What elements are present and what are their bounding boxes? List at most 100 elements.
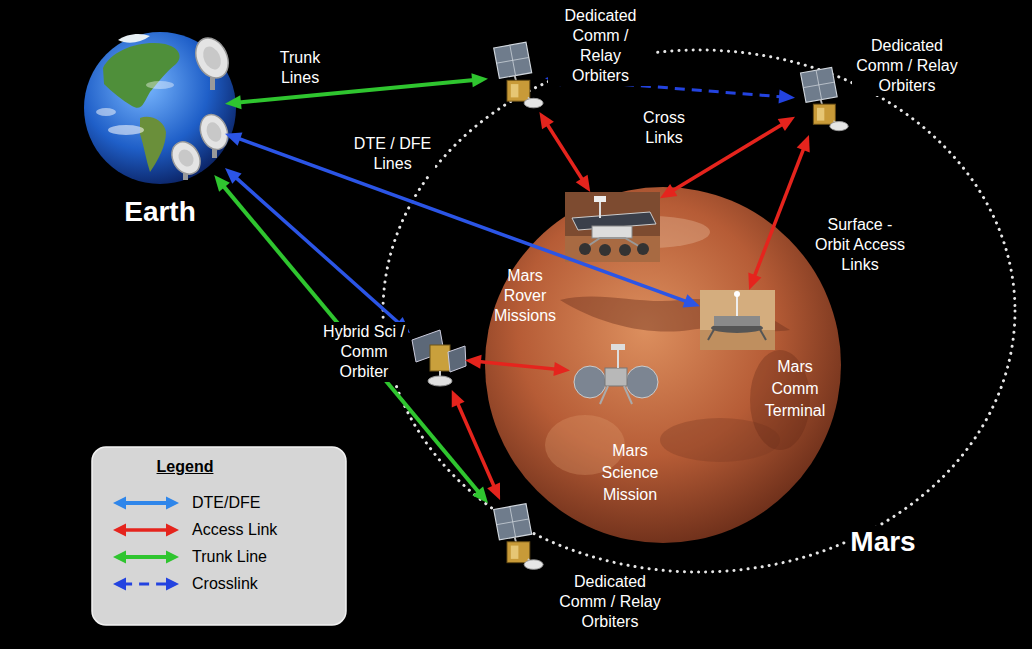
arrowhead [576,175,590,192]
link-label-holder: Trunk Lines [270,48,330,88]
legend-sample [110,546,182,568]
trunk-line-stroke [221,184,480,495]
comm-terminal-label-holder: Mars Comm Terminal [755,356,835,422]
access-link-stroke [753,145,805,279]
legend-label: Crosslink [190,573,260,595]
legend-label: Access Link [190,519,279,541]
relay-orbiter-node: Dedicated Comm / Relay Orbiters [795,65,850,135]
rover-image [565,192,660,262]
legend-label-holder: Trunk Line [190,546,340,568]
arrowhead [797,135,810,152]
orbiter-icon [494,42,543,108]
hybrid-orbiter-node: Hybrid Sci / Comm Orbiter [410,325,465,390]
arrowhead [487,483,500,500]
hybrid-orbiter-label: Hybrid Sci / Comm Orbiter [320,322,408,382]
comm-terminal-node: Mars Comm Terminal [700,290,775,350]
legend-box [92,447,346,625]
comm-terminal-label: Mars Comm Terminal [755,356,835,422]
access-link [748,135,809,290]
access-link [465,355,570,376]
dte-dfe-line-stroke [233,175,401,325]
legend-sample [110,573,182,595]
access-link-stroke [476,361,559,369]
relay-orbiter-label: Dedicated Comm / Relay Orbiters [852,36,962,96]
arrowhead [683,294,700,307]
access-link [113,524,179,537]
dte-dfe-line [225,133,700,308]
arrowhead [113,551,126,564]
arrowhead [214,175,230,192]
dte-dfe-sample [113,497,179,510]
science-lander-label-holder: Mars Science Mission [590,440,670,506]
link-label: Surface - Orbit Access Links [812,215,908,275]
arrowhead [472,487,488,504]
arrowhead [166,551,179,564]
orbit-ring [383,50,1015,572]
hybrid-orbiter-label-holder: Hybrid Sci / Comm Orbiter [320,322,408,382]
mars-label: Mars [848,526,917,558]
relay-orbiter-label: Dedicated Comm / Relay Orbiters [555,572,665,632]
access-link [539,112,590,192]
legend-sample [110,519,182,541]
rover-node: Mars Rover Missions [565,192,660,262]
access-link-stroke [122,528,170,532]
relay-orbiter-label-holder: Dedicated Comm / Relay Orbiters [852,36,962,96]
relay-orbiter-node: Dedicated Comm / Relay Orbiters [488,500,545,575]
dte-dfe-sample-stroke [122,501,170,505]
mars-label-holder: Mars [838,526,928,558]
legend-sample [110,492,182,514]
relay-orbiter-label-holder: Dedicated Comm / Relay Orbiters [548,6,653,86]
crosslink [113,578,179,591]
relay-orbiter-label: Dedicated Comm / Relay Orbiters [548,6,653,86]
earth-globe [84,32,236,184]
trunk-line [214,175,488,503]
arrowhead [778,117,795,131]
mars-node: MarsMars Rover MissionsMars Comm Termina… [485,187,841,543]
access-link-stroke [456,400,495,489]
rover-label-holder: Mars Rover Missions [490,266,560,326]
arrowhead [166,497,179,510]
trunk-line [225,73,488,109]
earth-label: Earth [122,196,198,228]
dte-dfe-line-stroke [236,137,690,302]
link-label-holder: Cross Links [633,108,695,148]
crosslink-stroke [122,583,170,586]
arrowhead [553,362,570,376]
legend-title-holder: Legend [135,457,235,477]
hybrid-orbiter-icon [412,330,466,386]
science-lander-image [574,344,658,404]
earth-node: Earth [95,45,225,175]
trunk-line-stroke [122,555,170,559]
arrowhead [660,184,677,198]
arrowhead [113,578,126,591]
legend-title: Legend [155,457,216,477]
rover-label: Mars Rover Missions [490,266,560,326]
arrowhead [748,273,761,290]
relay-orbiter-node: Dedicated Comm / Relay Orbiters [488,40,545,112]
arrowhead [225,95,242,109]
link-label: DTE / DFE Lines [350,134,435,174]
arrowhead [452,390,465,407]
link-label-holder: Surface - Orbit Access Links [812,215,908,275]
legend-label: DTE/DFE [190,492,262,514]
legend-label-holder: DTE/DFE [190,492,340,514]
arrowhead [779,90,795,104]
mars-planet [485,187,841,543]
orbiter-icon [801,67,849,130]
dte-dfe-line [225,168,410,333]
legend-label-holder: Crosslink [190,573,340,595]
arrowhead [166,524,179,537]
science-lander-node: Mars Science Mission [570,340,660,410]
link-label: Cross Links [633,108,695,148]
access-link-stroke [545,121,584,182]
ground-antenna [166,33,234,180]
access-link [452,390,500,500]
link-label-holder: DTE / DFE Lines [350,134,435,174]
earth-label-holder: Earth [100,196,220,228]
orbiter-icon [494,504,543,570]
arrowhead [465,355,482,369]
arrowhead [113,524,126,537]
comm-terminal-image [700,290,775,350]
